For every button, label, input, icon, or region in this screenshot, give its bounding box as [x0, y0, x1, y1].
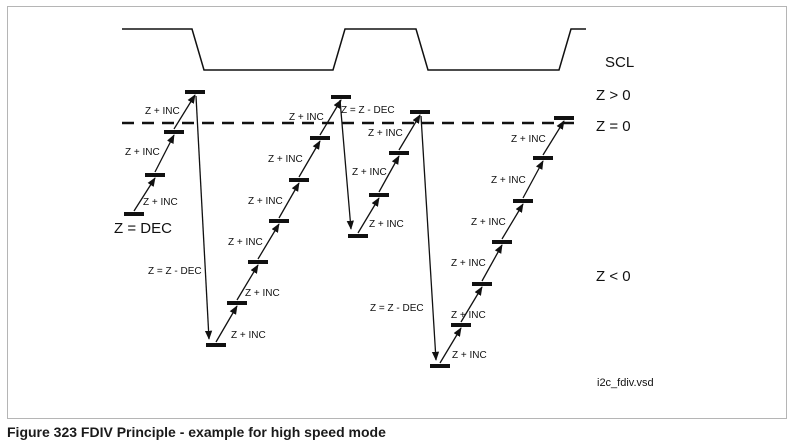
step-label-18: Z + INC	[511, 134, 546, 145]
increment-arrow-8	[298, 140, 321, 178]
step-label-8: Z + INC	[268, 154, 303, 165]
step-label-3: Z + INC	[145, 106, 180, 117]
scl-label: SCL	[605, 54, 634, 71]
increment-arrow-16	[501, 203, 524, 240]
increment-arrow-9	[319, 99, 342, 136]
step-label-13: Z + INC	[452, 350, 487, 361]
increment-arrow-1	[133, 177, 156, 212]
increment-arrow-13	[439, 327, 462, 364]
decrement-arrow-1	[195, 95, 213, 340]
z-positive-label: Z > 0	[596, 87, 631, 104]
decrement-arrows-group	[195, 95, 440, 361]
step-label-5: Z + INC	[245, 288, 280, 299]
z-zero-label: Z = 0	[596, 118, 631, 135]
step-label-7: Z + INC	[248, 196, 283, 207]
decrement-arrow-3	[420, 115, 440, 361]
increment-arrow-6	[257, 223, 280, 260]
arrow-labels-group: Z + INC Z + INC Z + INC Z + INC Z + INC Z + I…	[125, 105, 546, 361]
increment-arrow-11	[378, 155, 400, 193]
step-label-14: Z + INC	[451, 310, 486, 321]
diagram-frame	[7, 6, 787, 419]
step-label-16: Z + INC	[471, 217, 506, 228]
increment-arrow-7	[278, 182, 300, 219]
decrement-label-2: Z = Z - DEC	[341, 105, 395, 116]
increment-arrow-10	[357, 197, 380, 234]
decrement-arrow-2	[339, 99, 354, 230]
increment-arrow-2	[154, 134, 175, 173]
increment-arrow-17	[522, 160, 544, 199]
increment-arrow-4	[215, 305, 238, 343]
z-negative-label: Z < 0	[596, 268, 631, 285]
step-label-10: Z + INC	[369, 219, 404, 230]
increment-arrow-14	[460, 286, 483, 323]
step-marks-group	[124, 90, 574, 368]
increment-arrow-3	[173, 94, 196, 130]
increment-arrow-5	[236, 264, 259, 301]
step-label-17: Z + INC	[491, 175, 526, 186]
increment-arrow-18	[542, 120, 565, 156]
scl-waveform	[122, 28, 586, 71]
figure-caption: Figure 323 FDIV Principle - example for …	[7, 424, 386, 440]
step-label-11: Z + INC	[352, 167, 387, 178]
step-label-6: Z + INC	[228, 237, 263, 248]
step-label-15: Z + INC	[451, 258, 486, 269]
step-label-2: Z + INC	[125, 147, 160, 158]
step-label-9: Z + INC	[289, 112, 324, 123]
step-label-12: Z + INC	[368, 128, 403, 139]
increment-arrow-12	[398, 114, 421, 151]
step-label-1: Z + INC	[143, 197, 178, 208]
step-label-4: Z + INC	[231, 330, 266, 341]
file-label: i2c_fdiv.vsd	[597, 377, 654, 389]
decrement-label-3: Z = Z - DEC	[370, 303, 424, 314]
decrement-label-1: Z = Z - DEC	[148, 266, 202, 277]
z-dec-start-label: Z = DEC	[114, 220, 172, 237]
increment-arrow-15	[481, 244, 503, 282]
increment-arrows-group	[133, 94, 565, 364]
